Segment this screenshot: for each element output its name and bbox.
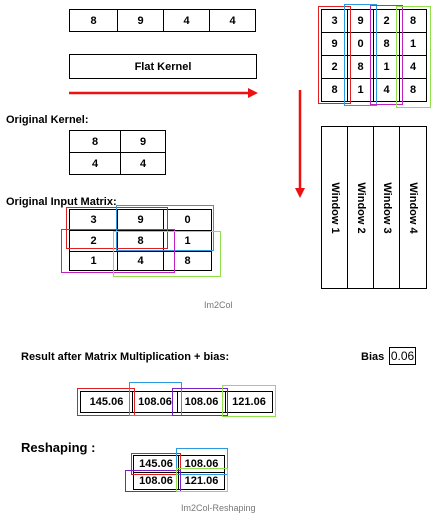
window-4-column: Window 4 [399, 126, 427, 289]
im2col-cell: 8 [321, 78, 348, 102]
reshaping-label: Reshaping : [21, 440, 96, 455]
window-3-column: Window 3 [373, 126, 400, 289]
flat-kernel-label: Flat Kernel [69, 54, 257, 79]
original-kernel-title: Original Kernel: [6, 114, 89, 126]
kernel-cell: 4 [69, 152, 121, 175]
window-1-label: Window 1 [328, 181, 341, 234]
window-2-label: Window 2 [354, 181, 367, 234]
input-cell: 3 [69, 209, 118, 231]
input-cell: 1 [163, 230, 212, 252]
result-cell: 108.06 [132, 391, 178, 413]
im2col-cell: 0 [347, 32, 374, 56]
horizontal-arrowhead [248, 88, 258, 98]
reshaping-caption: Im2Col-Reshaping [181, 503, 256, 513]
input-cell: 1 [69, 251, 118, 271]
kernel-cell: 8 [69, 130, 121, 153]
bias-value: 0.06 [389, 347, 416, 365]
input-cell: 4 [117, 251, 164, 271]
im2col-cell: 8 [347, 55, 374, 79]
reshape-cell: 108.06 [133, 472, 179, 490]
result-cell: 145.06 [80, 391, 133, 413]
reshape-cell: 121.06 [178, 472, 225, 490]
im2col-cell: 2 [373, 9, 400, 33]
result-cell: 121.06 [225, 391, 273, 413]
window-4-label: Window 4 [407, 181, 419, 234]
input-cell: 8 [117, 230, 164, 252]
kernel-cell: 4 [120, 152, 166, 175]
reshape-cell: 145.06 [133, 455, 179, 473]
im2col-cell: 8 [399, 78, 427, 102]
window-2-column: Window 2 [347, 126, 374, 289]
im2col-caption: Im2Col [204, 300, 233, 310]
kernel-cell: 9 [120, 130, 166, 153]
im2col-cell: 1 [373, 55, 400, 79]
bias-label: Bias [361, 351, 385, 363]
im2col-cell: 4 [373, 78, 400, 102]
im2col-cell: 1 [347, 78, 374, 102]
input-cell: 0 [163, 209, 212, 231]
input-cell: 8 [163, 251, 212, 271]
input-cell: 2 [69, 230, 118, 252]
window-1-column: Window 1 [321, 126, 348, 289]
im2col-cell: 3 [321, 9, 348, 33]
window-3-label: Window 3 [380, 181, 393, 234]
reshape-cell: 108.06 [178, 455, 225, 473]
vertical-arrowhead [295, 188, 305, 198]
result-label: Result after Matrix Multiplication + bia… [21, 351, 230, 363]
im2col-cell: 8 [399, 9, 427, 33]
input-cell: 9 [117, 209, 164, 231]
im2col-cell: 9 [321, 32, 348, 56]
im2col-cell: 8 [373, 32, 400, 56]
result-cell: 108.06 [177, 391, 226, 413]
im2col-cell: 1 [399, 32, 427, 56]
im2col-cell: 4 [399, 55, 427, 79]
flat-kernel-cell: 4 [209, 9, 256, 32]
im2col-cell: 9 [347, 9, 374, 33]
im2col-cell: 2 [321, 55, 348, 79]
original-input-title: Original Input Matrix: [6, 196, 117, 208]
